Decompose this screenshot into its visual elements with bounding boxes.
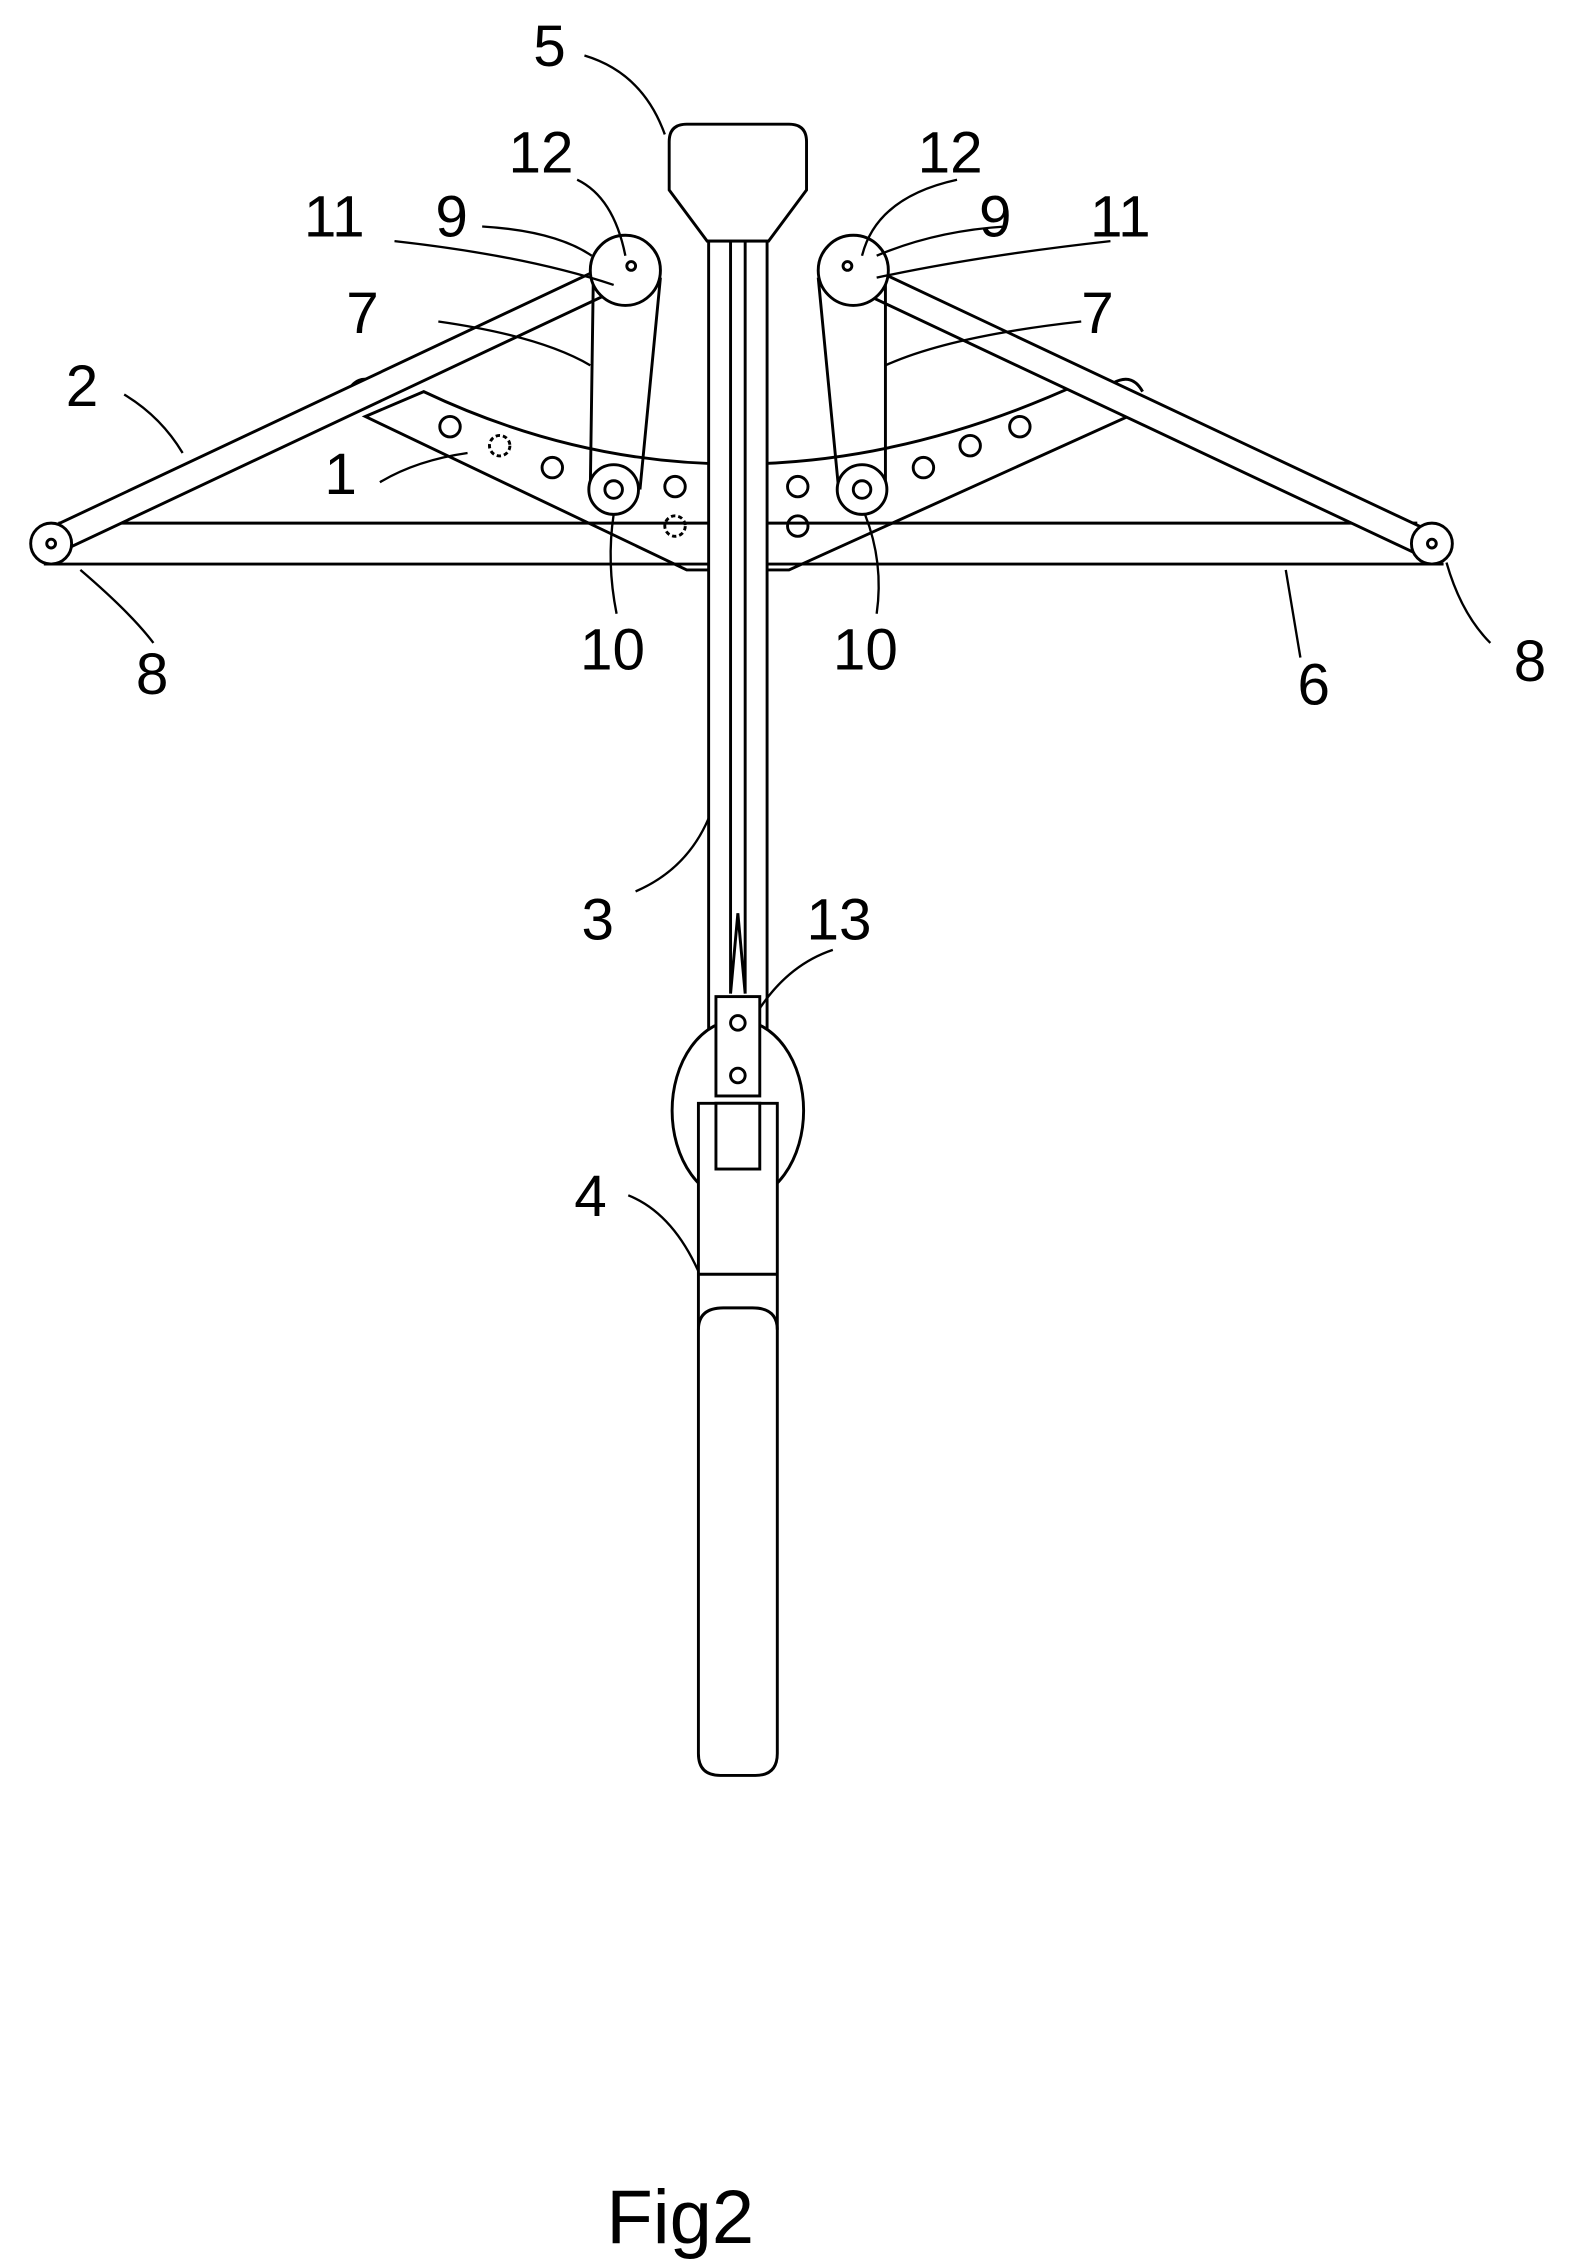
cam-left-hub [603, 479, 624, 500]
latch-pin-bottom [729, 1066, 747, 1085]
label-pulley-right: 9 [979, 185, 1012, 250]
label-wheel-right: 8 [1514, 629, 1547, 694]
label-rail: 3 [582, 888, 615, 953]
latch [714, 995, 762, 1098]
label-pin-left: 11 [304, 185, 365, 250]
pulley-right [816, 233, 890, 307]
cam-left [587, 463, 640, 516]
figure-caption: Fig2 [606, 2175, 754, 2260]
axle-left [625, 260, 638, 272]
label-cable-left: 7 [346, 281, 379, 346]
label-cable-right: 7 [1081, 281, 1114, 346]
latch-pin-top [729, 1014, 747, 1032]
rail-groove [729, 241, 747, 994]
stock-head [667, 122, 808, 243]
rail [707, 239, 769, 1113]
label-axle-right: 12 [918, 120, 983, 185]
label-stock-head: 5 [533, 14, 566, 79]
label-pin-right: 11 [1090, 185, 1151, 250]
cable-left [588, 277, 662, 490]
rail-end [714, 1101, 762, 1171]
label-wheel-left: 8 [136, 642, 169, 707]
axle-right [841, 260, 854, 272]
pulley-left [588, 233, 662, 307]
label-string: 6 [1297, 652, 1330, 717]
label-latch: 13 [807, 888, 872, 953]
wheel-right [1409, 521, 1454, 566]
grip [696, 1306, 779, 1330]
label-cam-right: 10 [833, 617, 898, 682]
riser-holes [438, 415, 1032, 538]
wheel-left-hub [45, 537, 57, 550]
cam-right-hub [851, 479, 873, 500]
label-cam-left: 10 [580, 617, 645, 682]
wheel-left [29, 521, 74, 566]
wheel-right-hub [1426, 537, 1438, 550]
cam-right [835, 463, 889, 516]
cable-right [816, 277, 887, 490]
label-handle: 4 [574, 1164, 607, 1229]
label-riser: 1 [324, 442, 357, 507]
label-pulley-left: 9 [435, 185, 468, 250]
label-limb-left: 2 [66, 354, 99, 419]
leader-lines [79, 54, 1492, 1272]
limb-left [33, 249, 651, 561]
handle [696, 1101, 779, 1777]
label-axle-left: 12 [508, 120, 573, 185]
